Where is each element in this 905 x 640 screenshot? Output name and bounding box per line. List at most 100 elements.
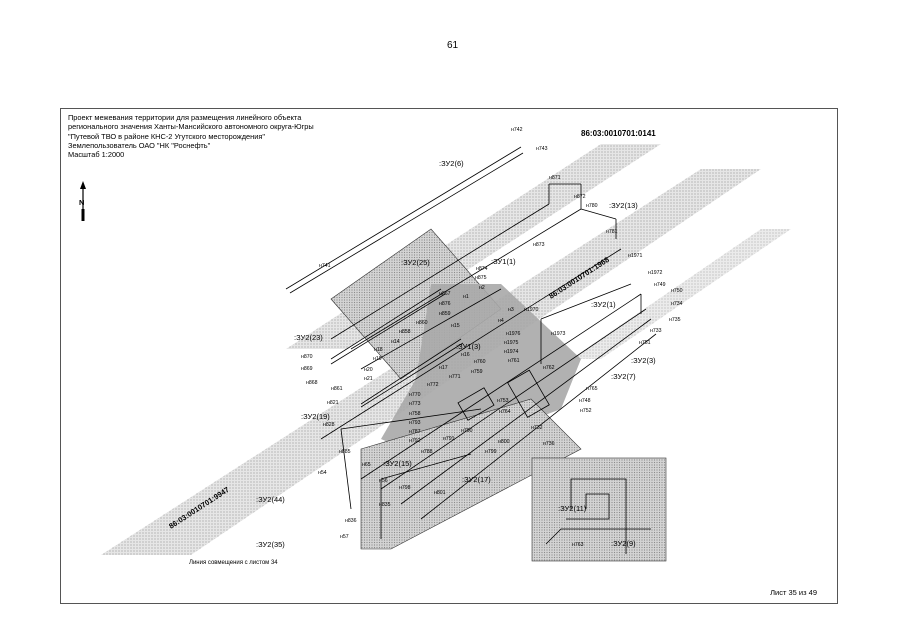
point-label: н800 [498, 439, 510, 445]
zone-label-11: :ЗУ2(11) [558, 504, 587, 513]
point-labels: н742 н743 н871 н872 н780 н781 н873 н741 … [301, 127, 683, 548]
point-label: н871 [549, 175, 561, 181]
point-label: н773 [409, 401, 421, 407]
zone-label-23: :ЗУ2(23) [294, 333, 323, 342]
zone-label-17: :ЗУ2(17) [462, 475, 491, 484]
point-label: н54 [318, 470, 327, 476]
zone-label-7: :ЗУ2(7) [611, 372, 636, 381]
zone-label-35: :ЗУ2(35) [256, 540, 285, 549]
point-label: н759 [471, 369, 483, 375]
point-label: н752 [580, 408, 592, 414]
point-label: н867 [439, 291, 451, 297]
point-label: н65 [362, 462, 371, 468]
point-label: н1971 [628, 253, 643, 259]
point-label: н4 [498, 318, 504, 324]
zone-label-15: :ЗУ2(15) [383, 459, 412, 468]
point-label: н734 [671, 301, 683, 307]
point-label: н17 [439, 365, 448, 371]
cadastral-number-top: 86:03:0010701:0141 [581, 129, 656, 138]
point-label: н771 [449, 374, 461, 380]
inset-map [531, 457, 667, 562]
point-label: н1972 [648, 270, 663, 276]
point-label: н56 [379, 478, 388, 484]
point-label: н869 [301, 366, 313, 372]
inner-rects [457, 369, 550, 421]
zone-label-6: :ЗУ2(6) [439, 159, 464, 168]
point-label: н21 [364, 376, 373, 382]
point-label: н14 [391, 339, 400, 345]
zone-label-44: :ЗУ2(44) [256, 495, 285, 504]
point-label: н875 [475, 275, 487, 281]
zone-label-3: :ЗУ2(3) [631, 356, 656, 365]
point-label: н763 [572, 542, 584, 548]
zone-label-1-3: :ЗУ1(3) [456, 342, 481, 351]
point-label: н772 [427, 382, 439, 388]
zone-label-13: :ЗУ2(13) [609, 201, 638, 210]
point-label: н2 [479, 285, 485, 291]
point-label: н1 [463, 294, 469, 300]
point-label: н876 [439, 301, 451, 307]
point-label: н733 [650, 328, 662, 334]
zone-label-9: :ЗУ2(9) [611, 539, 636, 548]
point-label: н736 [543, 441, 555, 447]
point-label: н743 [536, 146, 548, 152]
point-label: н761 [508, 358, 520, 364]
point-label: н16 [461, 352, 470, 358]
point-label: н749 [654, 282, 666, 288]
point-label: н760 [474, 359, 486, 365]
project-header: Проект межевания территории для размещен… [68, 113, 314, 159]
map-drawing: N :ЗУ2(6) :ЗУ2(13) :ЗУ2(25) :ЗУ1(1) :ЗУ2… [79, 127, 791, 562]
point-label: н872 [574, 194, 586, 200]
corridor-right [571, 229, 791, 359]
point-label: н861 [331, 386, 343, 392]
map-frame: N :ЗУ2(6) :ЗУ2(13) :ЗУ2(25) :ЗУ1(1) :ЗУ2… [60, 108, 838, 604]
sheet-label: Лист 35 из 49 [770, 588, 817, 597]
north-arrow [80, 181, 86, 221]
point-label: н765 [586, 386, 598, 392]
header-line: регионального значения Ханты-Мансийского… [68, 122, 314, 132]
zone-label-19: :ЗУ2(19) [301, 412, 330, 421]
point-label: н753 [497, 398, 509, 404]
point-label: н873 [533, 242, 545, 248]
zone-label-2-1: :ЗУ2(1) [591, 300, 616, 309]
point-label: н860 [416, 320, 428, 326]
point-label: н870 [301, 354, 313, 360]
point-label: н798 [399, 485, 411, 491]
point-label: н790 [461, 428, 473, 434]
header-line: Проект межевания территории для размещен… [68, 113, 302, 122]
point-label: н748 [579, 398, 591, 404]
point-label: н781 [606, 229, 618, 235]
point-label: н1974 [504, 349, 519, 355]
point-label: н732 [531, 425, 543, 431]
point-label: н758 [409, 411, 421, 417]
point-label: н750 [671, 288, 683, 294]
point-label: н741 [319, 263, 331, 269]
point-label: н828 [323, 422, 335, 428]
point-label: н858 [399, 329, 411, 335]
point-label: н801 [434, 490, 446, 496]
header-line: "Путевой ТВО в районе КНС-2 Угутского ме… [68, 131, 265, 141]
point-label: н1970 [524, 307, 539, 313]
zone-label-1-1: :ЗУ1(1) [491, 257, 516, 266]
point-label: н1973 [551, 331, 566, 337]
point-label: н836 [345, 518, 357, 524]
point-label: н835 [379, 502, 391, 508]
point-label: н787 [409, 429, 421, 435]
point-label: н885 [339, 449, 351, 455]
point-label: н1975 [504, 340, 519, 346]
point-label: н18 [374, 347, 383, 353]
point-label: н751 [639, 340, 651, 346]
page-number: 61 [446, 40, 459, 51]
point-label: н770 [409, 392, 421, 398]
point-label: н764 [499, 409, 511, 415]
boundary-lines [285, 146, 657, 539]
point-label: н868 [306, 380, 318, 386]
point-label: н57 [340, 534, 349, 540]
scale-label: Масштаб 1:2000 [68, 150, 125, 160]
point-label: н762 [543, 365, 555, 371]
header-line: Землепользователь ОАО "НК "Роснефть" [68, 140, 211, 150]
point-label: н1976 [506, 331, 521, 337]
point-label: н780 [586, 203, 598, 209]
point-label: н859 [439, 311, 451, 317]
point-label: н735 [669, 317, 681, 323]
